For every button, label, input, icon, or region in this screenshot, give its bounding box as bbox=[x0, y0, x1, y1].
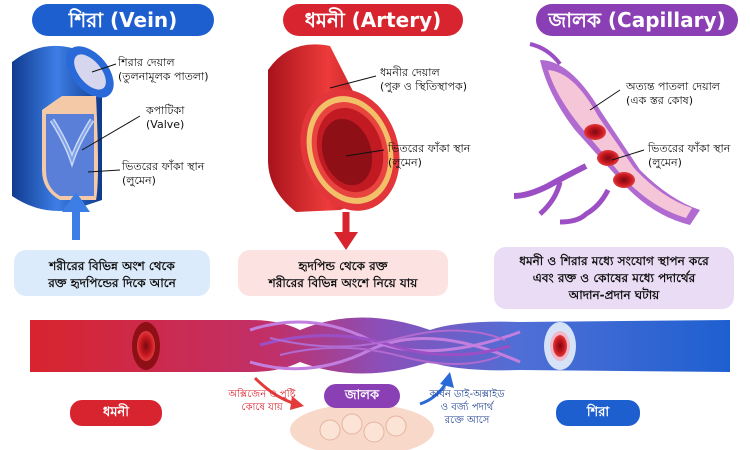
artery-desc-line2: শরীরের বিভিন্ন অংশে নিয়ে যায় bbox=[268, 276, 418, 290]
artery-desc-line1: হৃদপিন্ড থেকে রক্ত bbox=[298, 259, 388, 273]
co2-line2: ও বর্জ্য পদার্থ bbox=[440, 402, 494, 413]
artery-wall-label: ধমনীর দেয়াল (পুরু ও স্থিতিস্থাপক) bbox=[380, 66, 467, 94]
vein-valve-line2: (Valve) bbox=[146, 118, 185, 131]
vein-title: শিরা (Vein) bbox=[32, 4, 214, 36]
vein-desc-line2: রক্ত হৃদপিন্ডের দিকে আনে bbox=[48, 276, 176, 290]
leader-lines bbox=[81, 63, 645, 173]
capillary-wall-label: অত্যন্ত পাতলা দেয়াল (এক স্তর কোষ) bbox=[626, 80, 720, 108]
vein-wall-line1: শিরার দেয়াল bbox=[118, 56, 175, 69]
artery-lumen-line2: (লুমেন) bbox=[388, 156, 422, 169]
vein-valve-line1: কপাটিকা bbox=[146, 104, 185, 117]
vein-wall-label: শিরার দেয়াল (তুলনামূলক পাতলা) bbox=[118, 56, 209, 84]
vein-lumen-label: ভিতরের ফাঁকা স্থান (লুমেন) bbox=[122, 160, 204, 188]
vein-illustration bbox=[12, 45, 114, 240]
artery-illustration bbox=[268, 44, 400, 250]
capillary-lumen-line2: (লুমেন) bbox=[648, 156, 682, 169]
artery-description: হৃদপিন্ড থেকে রক্ত শরীরের বিভিন্ন অংশে ন… bbox=[238, 250, 448, 296]
vein-lumen-line2: (লুমেন) bbox=[122, 174, 156, 187]
artery-wall-line2: (পুরু ও স্থিতিস্থাপক) bbox=[380, 80, 468, 93]
capillary-illustration bbox=[513, 42, 700, 225]
co2-line1: কার্বন ডাই-অক্সাইড bbox=[429, 389, 505, 400]
vein-wall-line2: (তুলনামূলক পাতলা) bbox=[118, 70, 209, 83]
capillary-description: ধমনী ও শিরার মধ্যে সংযোগ স্থাপন করে এবং … bbox=[494, 247, 734, 309]
circulation-illustration bbox=[30, 317, 730, 450]
oxygen-note: অক্সিজেন ও পুষ্টি কোষে যায় bbox=[214, 388, 310, 414]
artery-lumen-label: ভিতরের ফাঁকা স্থান (লুমেন) bbox=[388, 142, 470, 170]
artery-title: ধমনী (Artery) bbox=[283, 4, 463, 36]
bottom-artery-tag: ধমনী bbox=[70, 400, 162, 426]
vein-description: শরীরের বিভিন্ন অংশ থেকে রক্ত হৃদপিন্ডের … bbox=[14, 250, 210, 296]
capillary-wall-line2: (এক স্তর কোষ) bbox=[626, 94, 694, 107]
capillary-title: জালক (Capillary) bbox=[536, 4, 738, 36]
oxygen-line2: কোষে যায় bbox=[241, 402, 283, 413]
co2-line3: রক্তে আসে bbox=[444, 415, 490, 426]
capillary-wall-line1: অত্যন্ত পাতলা দেয়াল bbox=[626, 80, 720, 93]
capillary-lumen-line1: ভিতরের ফাঁকা স্থান bbox=[648, 142, 731, 155]
capillary-desc-line2: এবং রক্ত ও কোষের মধ্যে পদার্থের bbox=[532, 271, 696, 285]
capillary-lumen-label: ভিতরের ফাঁকা স্থান (লুমেন) bbox=[648, 142, 730, 170]
oxygen-line1: অক্সিজেন ও পুষ্টি bbox=[228, 389, 296, 400]
capillary-desc-line3: আদান-প্রদান ঘটায় bbox=[568, 288, 660, 302]
bottom-vein-tag: শিরা bbox=[556, 400, 640, 426]
artery-lumen-line1: ভিতরের ফাঁকা স্থান bbox=[388, 142, 471, 155]
vein-lumen-line1: ভিতরের ফাঁকা স্থান bbox=[122, 160, 205, 173]
artery-wall-line1: ধমনীর দেয়াল bbox=[380, 66, 440, 79]
vein-valve-label: কপাটিকা (Valve) bbox=[146, 104, 184, 132]
vein-desc-line1: শরীরের বিভিন্ন অংশ থেকে bbox=[49, 259, 175, 273]
capillary-desc-line1: ধমনী ও শিরার মধ্যে সংযোগ স্থাপন করে bbox=[519, 254, 709, 268]
co2-note: কার্বন ডাই-অক্সাইড ও বর্জ্য পদার্থ রক্তে… bbox=[414, 388, 520, 427]
bottom-capillary-tag: জালক bbox=[324, 384, 400, 408]
